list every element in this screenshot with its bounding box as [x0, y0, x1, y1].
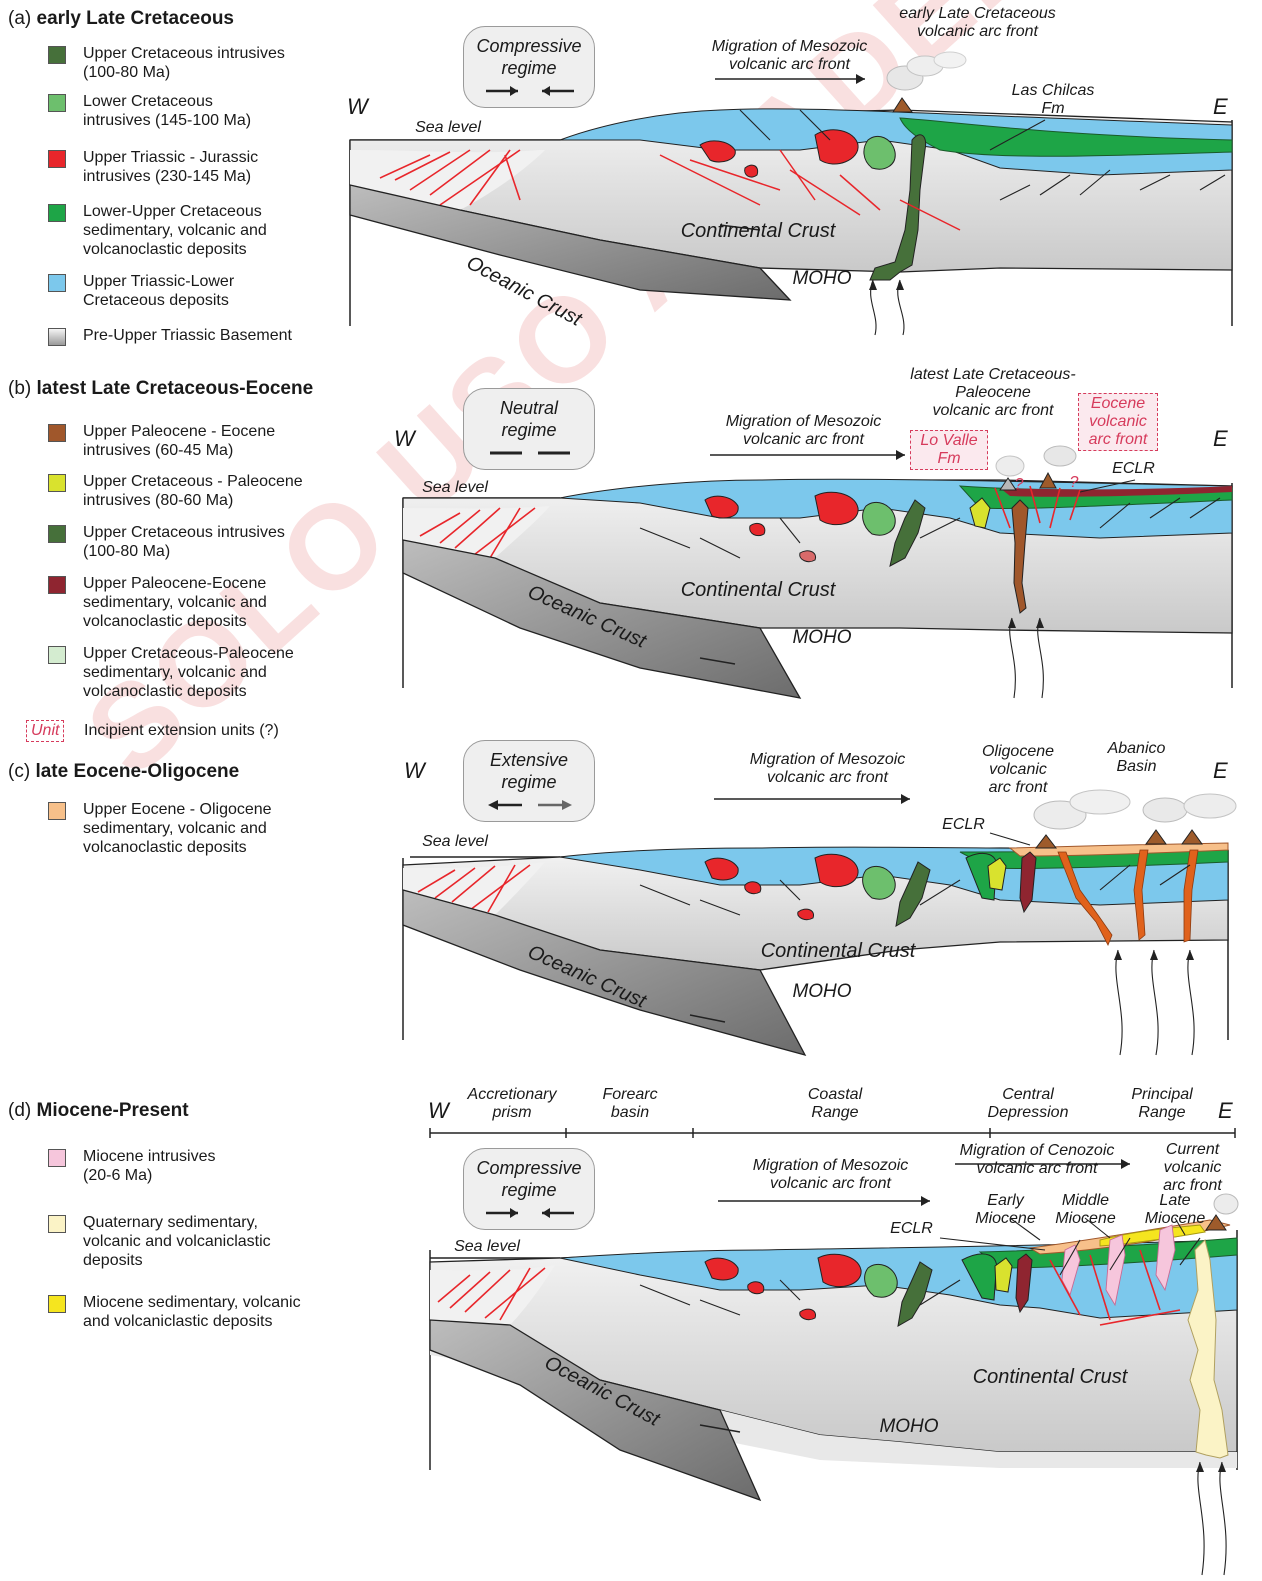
- panel-d: (d) Miocene-Present Miocene intrusives (…: [0, 1080, 1262, 1580]
- lo-valle-box: Lo Valle Fm: [910, 430, 988, 470]
- triassic-intrusive: [745, 165, 758, 177]
- triassic-intrusive: [815, 130, 858, 164]
- regime-box: Neutral regime: [463, 388, 595, 470]
- moho-label: MOHO: [787, 629, 857, 647]
- eclr-label: ECLR: [884, 1220, 939, 1238]
- volcanic-plume: [996, 456, 1024, 476]
- regime-label: Extensive regime: [464, 749, 594, 793]
- east-label: E: [1213, 758, 1228, 784]
- continental-crust-label: Continental Crust: [960, 1368, 1140, 1386]
- regime-label: Neutral regime: [464, 397, 594, 441]
- morpho-label: Principal Range: [1112, 1086, 1212, 1122]
- east-label: E: [1218, 1098, 1233, 1124]
- west-label: W: [428, 1098, 449, 1124]
- volcano: [1146, 830, 1166, 844]
- sea-level-label: Sea level: [415, 479, 495, 497]
- arc-front-label: latest Late Cretaceous- Paleocene volcan…: [893, 366, 1093, 420]
- formation-label: Las Chilcas Fm: [1000, 82, 1106, 118]
- current-arc-label: Current volcanic arc front: [1150, 1141, 1235, 1195]
- moho-label: MOHO: [787, 270, 857, 288]
- migration-label: Migration of Mesozoic volcanic arc front: [706, 413, 901, 449]
- basin-label: Abanico Basin: [1094, 740, 1179, 776]
- regime-box: Compressive regime: [463, 1148, 595, 1230]
- cross-section-b: [0, 368, 1262, 738]
- sea-level-label: Sea level: [447, 1238, 527, 1256]
- neutral-bars-icon: [484, 443, 576, 463]
- migration-label: Migration of Mesozoic volcanic arc front: [733, 1157, 928, 1193]
- panel-c: (c) late Eocene-Oligocene Upper Eocene -…: [0, 740, 1262, 1065]
- middle-miocene-label: Middle Miocene: [1048, 1192, 1123, 1228]
- panel-b: (b) latest Late Cretaceous-Eocene Upper …: [0, 368, 1262, 738]
- regime-label: Compressive regime: [464, 35, 594, 79]
- question-mark: ?: [1014, 476, 1024, 494]
- panel-a: (a) early Late Cretaceous Upper Cretaceo…: [0, 0, 1262, 355]
- volcano: [1036, 835, 1056, 848]
- morpho-label: Coastal Range: [790, 1086, 880, 1122]
- east-label: E: [1213, 94, 1228, 120]
- continental-crust-label: Continental Crust: [668, 222, 848, 240]
- eclr-label: ECLR: [1106, 460, 1161, 478]
- migration-label: Migration of Mesozoic volcanic arc front: [692, 38, 887, 74]
- regime-box: Compressive regime: [463, 26, 595, 108]
- moho-label: MOHO: [787, 983, 857, 1001]
- regime-box: Extensive regime: [463, 740, 595, 822]
- eclr-label: ECLR: [936, 816, 991, 834]
- regime-label: Compressive regime: [464, 1157, 594, 1201]
- migration-label: Migration of Mesozoic volcanic arc front: [730, 751, 925, 787]
- cenozoic-migration-label: Migration of Cenozoic volcanic arc front: [942, 1142, 1132, 1178]
- late-miocene-label: Late Miocene: [1140, 1192, 1210, 1228]
- sea-level-label: Sea level: [408, 119, 488, 137]
- question-mark: ?: [1069, 474, 1079, 492]
- sea-level-label: Sea level: [415, 833, 495, 851]
- morpho-label: Forearc basin: [580, 1086, 680, 1122]
- morpho-label: Accretionary prism: [452, 1086, 572, 1122]
- continental-crust-label: Continental Crust: [748, 942, 928, 960]
- moho-label: MOHO: [874, 1418, 944, 1436]
- extensive-arrows-icon: [484, 795, 576, 815]
- volcano: [1182, 830, 1202, 844]
- eocene-arc-box: Eocene volcanic arc front: [1078, 393, 1158, 451]
- arc-front-label: early Late Cretaceous volcanic arc front: [875, 5, 1080, 41]
- continental-crust-label: Continental Crust: [668, 581, 848, 599]
- compressive-arrows-icon: [484, 1203, 576, 1223]
- cross-section-c: [0, 740, 1262, 1065]
- arc-front-label: Oligocene volcanic arc front: [968, 743, 1068, 797]
- west-label: W: [347, 94, 368, 120]
- cross-section-a: [0, 0, 1262, 355]
- volcano: [893, 98, 912, 112]
- morpho-label: Central Depression: [968, 1086, 1088, 1122]
- volcanic-plume: [1214, 1194, 1238, 1214]
- east-label: E: [1213, 426, 1228, 452]
- west-label: W: [404, 758, 425, 784]
- compressive-arrows-icon: [484, 81, 576, 101]
- early-miocene-label: Early Miocene: [968, 1192, 1043, 1228]
- west-label: W: [394, 426, 415, 452]
